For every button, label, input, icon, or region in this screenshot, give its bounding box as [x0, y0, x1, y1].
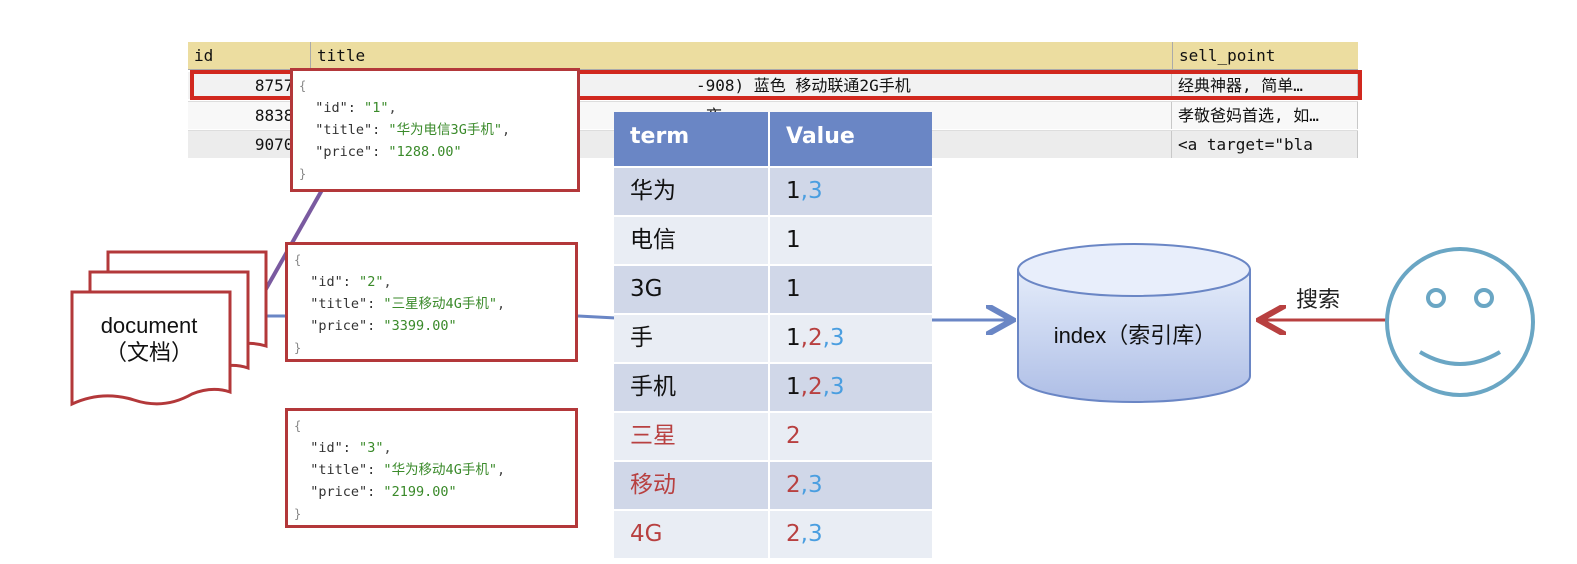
- json-document-card: { "id": "1", "title": "华为电信3G手机", "price…: [290, 68, 580, 192]
- grid-cell-title: -908) 蓝色 移动联通2G手机: [310, 72, 1172, 99]
- json-document-card: { "id": "3", "title": "华为移动4G手机", "price…: [285, 408, 578, 528]
- search-label: 搜索: [1296, 288, 1341, 313]
- term-cell: 移动: [614, 462, 770, 509]
- value-cell: 2,3: [770, 462, 932, 509]
- doc-id-ref: 2: [786, 521, 801, 547]
- doc-title-value: "华为移动4G手机": [383, 462, 497, 478]
- doc-id-ref: 1: [786, 227, 801, 253]
- term-cell: 4G: [614, 511, 770, 558]
- table-row: 三星 2: [614, 411, 932, 460]
- doc-id-value: "3": [359, 440, 384, 456]
- doc-price-value: "1288.00": [388, 144, 462, 160]
- term-cell: 电信: [614, 217, 770, 264]
- doc-id-ref: 1: [786, 276, 801, 302]
- user-face-icon: [1385, 247, 1535, 397]
- doc-id-ref: ,3: [800, 521, 823, 547]
- doc-price-value: "2199.00": [383, 484, 457, 500]
- document-stack-icon: [70, 250, 268, 407]
- value-cell: 2: [770, 413, 932, 460]
- doc-id-ref: 1: [786, 178, 801, 204]
- grid-header-title: title: [310, 42, 1172, 70]
- header-value: Value: [786, 124, 855, 149]
- value-cell: 1: [770, 266, 932, 313]
- doc-id-ref: ,3: [822, 325, 845, 351]
- doc-title-value: "华为电信3G手机": [388, 122, 502, 138]
- value-cell: 1: [770, 217, 932, 264]
- grid-cell-sell-point: <a target="bla: [1172, 131, 1358, 158]
- row-highlight-box: [190, 70, 1362, 100]
- doc-id-ref: 2: [786, 423, 801, 449]
- database-icon: [1017, 243, 1251, 403]
- value-cell: 1,2,3: [770, 364, 932, 411]
- term-cell: 华为: [614, 168, 770, 215]
- table-header: term Value: [614, 112, 932, 166]
- term-cell: 手机: [614, 364, 770, 411]
- doc-id-ref: 1: [786, 325, 801, 351]
- value-cell: 1,2,3: [770, 315, 932, 362]
- value-cell: 2,3: [770, 511, 932, 558]
- doc-id-ref: ,3: [800, 178, 823, 204]
- doc-id-ref: 1: [786, 374, 801, 400]
- grid-header-id: id: [188, 42, 310, 70]
- doc-id-value: "2": [359, 274, 384, 290]
- card-to-table-line: [577, 314, 617, 320]
- index-label: index（索引库）: [1053, 323, 1217, 348]
- json-document-card: { "id": "2", "title": "三星移动4G手机", "price…: [285, 242, 578, 362]
- term-cell: 三星: [614, 413, 770, 460]
- doc-title-value: "三星移动4G手机": [383, 296, 497, 312]
- doc-id-ref: ,3: [822, 374, 845, 400]
- term-cell: 3G: [614, 266, 770, 313]
- doc-id-ref: ,3: [800, 472, 823, 498]
- term-cell: 手: [614, 315, 770, 362]
- grid-cell-sell-point: 经典神器, 简单…: [1172, 72, 1358, 99]
- header-term: term: [614, 112, 770, 166]
- doc-id-value: "1": [364, 100, 389, 116]
- table-row: 电信 1: [614, 215, 932, 264]
- doc-price-value: "3399.00": [383, 318, 457, 334]
- doc-id-ref: ,2: [800, 325, 823, 351]
- document-label: document （文档）: [74, 312, 224, 366]
- value-cell: 1,3: [770, 168, 932, 215]
- doc-id-ref: 2: [786, 472, 801, 498]
- document-label-line1: document: [100, 313, 198, 338]
- grid-cell-sell-point: 孝敬爸妈首选, 如…: [1172, 102, 1358, 129]
- table-row: 3G 1: [614, 264, 932, 313]
- doc-id-ref: ,2: [800, 374, 823, 400]
- document-label-line2: （文档）: [104, 340, 193, 365]
- grid-header-sell-point: sell_point: [1172, 42, 1358, 70]
